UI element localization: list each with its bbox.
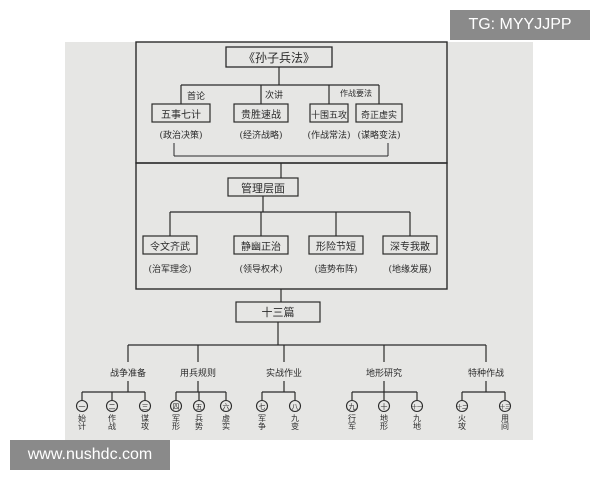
watermark-telegram: TG: MYYJJPP xyxy=(450,10,590,40)
chapter-number-circle xyxy=(192,399,206,413)
strategy-node-1-box xyxy=(151,103,211,123)
chapter-number: 五 xyxy=(196,403,203,411)
chapters-title: 十三篇 xyxy=(262,305,295,319)
chapter-number-circle xyxy=(75,399,89,413)
chapter-number-circle xyxy=(345,399,359,413)
diagram-title: 《孙子兵法》 xyxy=(243,51,315,65)
strategy-node-3-title: 十围五攻 xyxy=(311,109,347,121)
chapter-name: 兵势 xyxy=(195,413,204,431)
chapter-number: 八 xyxy=(292,403,299,411)
chapter-number: 六 xyxy=(223,402,230,411)
management-title: 管理层面 xyxy=(241,181,285,195)
management-node-2-sub: (领导权术) xyxy=(239,263,282,275)
chapter-name: 地形 xyxy=(380,413,389,431)
management-node-1-box xyxy=(142,235,198,255)
management-node-4-title: 深专我散 xyxy=(390,240,430,253)
management-node-4-box xyxy=(382,235,438,255)
chapter-group-label-2: 用兵规则 xyxy=(180,367,216,379)
chapter-group-label-1: 战争准备 xyxy=(110,367,146,379)
chapter-number: 七 xyxy=(259,402,266,411)
chapter-name: 九地 xyxy=(413,414,422,430)
strategy-label-2: 次讲 xyxy=(265,89,283,101)
chapter-number-circle xyxy=(219,399,233,413)
chapter-number-circle xyxy=(169,399,183,413)
chapter-number: 一 xyxy=(79,403,86,411)
chapter-number: 三 xyxy=(142,403,149,411)
management-node-2-title: 静幽正治 xyxy=(241,240,281,253)
management-node-3-title: 形险节短 xyxy=(316,240,356,253)
chapter-name: 九变 xyxy=(291,414,300,431)
chapter-number: 四 xyxy=(173,403,180,411)
paper-background xyxy=(65,42,533,440)
chapter-number: 十二 xyxy=(456,403,468,411)
chapter-number-circle xyxy=(288,399,302,413)
chapter-number-circle xyxy=(498,399,512,413)
chapter-name: 谋攻 xyxy=(141,413,150,431)
chapter-number-circle xyxy=(255,399,269,413)
chapter-name: 始计 xyxy=(78,413,87,431)
strategy-node-4-sub: (谋略变法) xyxy=(357,129,400,141)
chapter-number-circle xyxy=(410,399,424,413)
chapter-number: 十一 xyxy=(411,403,423,411)
chapter-name: 用间 xyxy=(501,414,510,431)
strategy-node-2-title: 贵胜速战 xyxy=(241,108,281,121)
strategy-label-1: 首论 xyxy=(187,90,205,102)
chapter-name: 作战 xyxy=(108,413,117,431)
management-node-4-sub: (地缘发展) xyxy=(388,263,431,275)
chapter-number-circle xyxy=(138,399,152,413)
management-frame xyxy=(135,162,448,290)
strategy-node-2-box xyxy=(233,103,289,123)
chapter-name: 军形 xyxy=(172,414,181,431)
chapter-name: 虚实 xyxy=(222,413,231,431)
strategy-label-3: 作战要法 xyxy=(340,88,372,98)
strategy-node-2-sub: (经济战略) xyxy=(239,129,282,141)
chapter-number-circle xyxy=(455,399,469,413)
strategy-node-4-title: 奇正虚实 xyxy=(361,109,397,121)
strategy-node-3-box xyxy=(309,103,349,123)
strategy-node-4-box xyxy=(355,103,403,123)
chapter-name: 火攻 xyxy=(458,414,467,431)
chapter-number: 十 xyxy=(381,402,388,411)
chapter-group-label-5: 特种作战 xyxy=(468,367,504,379)
chapter-name: 行军 xyxy=(348,413,357,431)
chapter-name: 军争 xyxy=(258,414,267,431)
chapter-number: 九 xyxy=(349,402,356,411)
strategy-node-1-sub: (政治决策) xyxy=(159,129,202,141)
chapter-number: 二 xyxy=(109,403,116,411)
management-node-2-box xyxy=(233,235,289,255)
chapter-group-label-4: 地形研究 xyxy=(366,367,402,379)
watermark-url: www.nushdc.com xyxy=(10,440,170,470)
strategy-node-1-title: 五事七计 xyxy=(161,108,201,121)
management-node-1-title: 令文齐武 xyxy=(150,240,190,253)
chapter-number: 十三 xyxy=(499,403,511,411)
chapter-number-circle xyxy=(377,399,391,413)
management-node-3-sub: (造势布阵) xyxy=(314,263,357,275)
management-node-1-sub: (治军理念) xyxy=(148,263,191,275)
management-node-3-box xyxy=(308,235,364,255)
chapter-number-circle xyxy=(105,399,119,413)
strategy-node-3-sub: (作战常法) xyxy=(307,129,350,141)
chapter-group-label-3: 实战作业 xyxy=(266,367,302,379)
